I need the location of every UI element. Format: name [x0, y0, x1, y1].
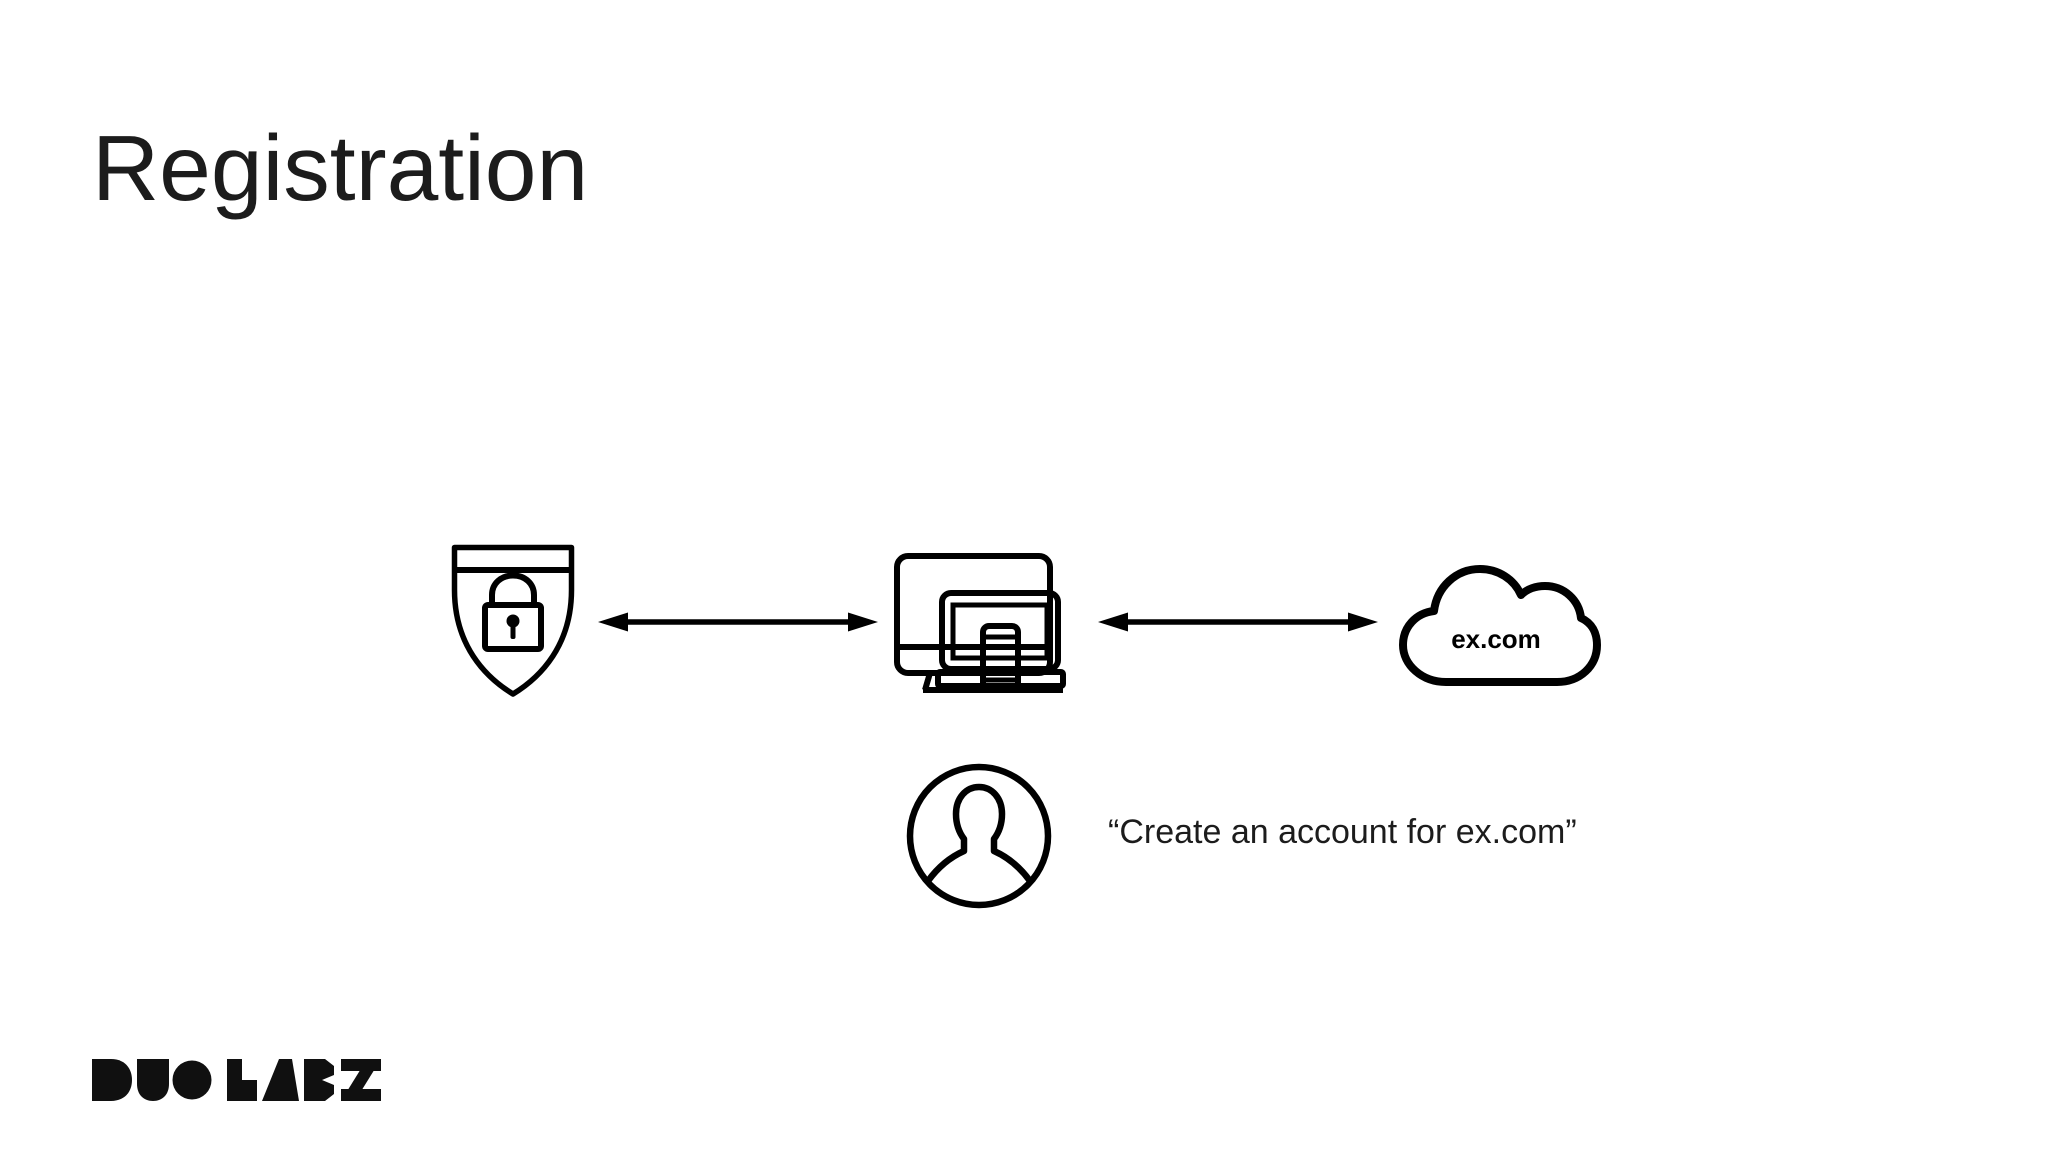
page-title: Registration: [92, 116, 589, 220]
duo-labs-logo: [92, 1059, 381, 1101]
double-arrow-icon: [1098, 612, 1378, 632]
double-arrow-icon: [598, 612, 878, 632]
devices-icon: [894, 553, 1066, 693]
person-icon: [906, 763, 1052, 909]
shield-lock-icon: [451, 544, 575, 697]
user-quote: “Create an account for ex.com”: [1108, 813, 1577, 851]
cloud-label: ex.com: [1451, 624, 1541, 654]
cloud-icon: ex.com: [1399, 565, 1601, 686]
